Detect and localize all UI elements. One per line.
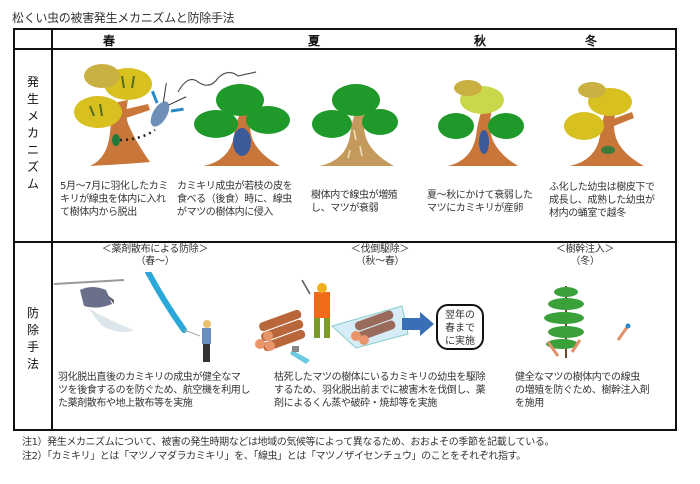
season-spring: 春 (103, 34, 116, 48)
pine-tree-beetle-feeding-icon (194, 84, 290, 166)
mechanism-desc-5: ふ化した幼虫は樹皮下で成長し、成熟した幼虫が材内の蛹室で越冬 (549, 182, 655, 219)
note-1: 注1）発生メカニズムについて、被害の発生時期などは地域の気候等によって異なるため… (22, 437, 555, 448)
method-title-felling: ＜伐倒駆除＞（秋～春） (350, 244, 410, 267)
mechanism-desc-3: 樹体内で線虫が増殖し、マツが衰弱 (311, 190, 398, 214)
beetle-antenna-line-icon (177, 71, 257, 93)
season-summer: 夏 (308, 34, 321, 48)
next-step-arrow-icon (402, 312, 434, 336)
season-winter: 冬 (585, 34, 598, 48)
mechanism-desc-2: カミキリ成虫が若枝の皮を食べる（後食）時に、線虫がマツの樹体内に侵入 (177, 181, 293, 218)
row-label-control: 防 除 手 法 (26, 306, 39, 371)
method-title-spray: ＜薬剤散布による防除＞（春～） (101, 244, 209, 267)
method-desc-felling: 枯死したマツの樹体にいるカミキリの幼虫を駆除するため、羽化脱出前までに被害木を伐… (274, 372, 486, 409)
pine-tree-larva-overwinter-icon (564, 82, 644, 166)
header-divider (15, 48, 675, 50)
page-title: 松くい虫の被害発生メカニズムと防除手法 (12, 11, 235, 25)
tree-injection-icon (544, 286, 631, 358)
pine-tree-egg-laying-icon (438, 80, 524, 166)
row-label-mechanism: 発 生 メ カ ニ ズ ム (26, 75, 39, 191)
method-desc-spray: 羽化脱出直後のカミキリの成虫が健全なマツを後食するのを防ぐため、航空機を利用した… (58, 372, 250, 409)
pine-tree-beetle-emerging-icon (74, 64, 187, 166)
method-title-injection: ＜樹幹注入＞（冬） (555, 244, 615, 267)
mechanism-desc-4: 夏～秋にかけて衰弱したマツにカミキリが産卵 (427, 190, 533, 214)
next-spring-box: 翌年の春までに実施 (436, 304, 484, 350)
pine-tree-nematode-icon (312, 84, 398, 166)
mechanism-control-table: 春 夏 秋 冬 発 生 メ カ ニ ズ ム 防 除 手 法 (13, 28, 677, 431)
method-desc-injection: 健全なマツの樹体内での線虫の増殖を防ぐため、樹幹注入剤を施用 (515, 372, 650, 409)
note-2: 注2）「カミキリ」とは「マツノマダラカミキリ」を、「線虫」とは「マツノザイセンチ… (22, 451, 526, 462)
mechanism-desc-1: 5月～7月に羽化したカミキリが線虫を体内に入れて樹体内から脱出 (60, 181, 168, 218)
logs-chainsaw-icon (255, 279, 409, 364)
season-autumn: 秋 (474, 34, 487, 48)
column-divider (51, 30, 53, 429)
helicopter-spraying-icon (53, 272, 211, 362)
row-divider (15, 241, 675, 243)
